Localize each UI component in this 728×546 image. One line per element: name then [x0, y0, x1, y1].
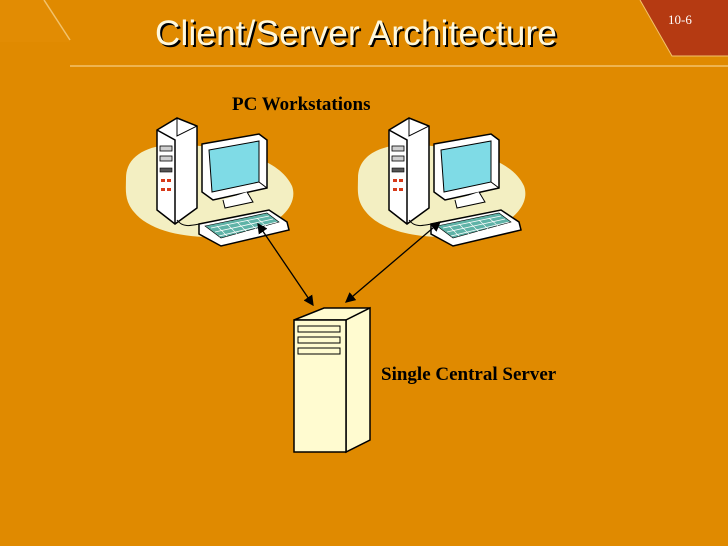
connection-arrow-1: [257, 222, 314, 307]
workstations-label: PC Workstations: [232, 94, 371, 115]
corner-tab: [640, 0, 728, 56]
slide-title: Client/Server Architecture: [155, 14, 558, 53]
workstation-group-2: [357, 117, 526, 247]
header-decoration: [0, 0, 728, 67]
connection-arrow-2: [345, 221, 441, 303]
server-tower-icon: [293, 306, 371, 454]
slide-number: 10-6: [668, 12, 692, 27]
workstation-group-1: [125, 117, 294, 247]
server-label: Single Central Server: [381, 364, 557, 385]
